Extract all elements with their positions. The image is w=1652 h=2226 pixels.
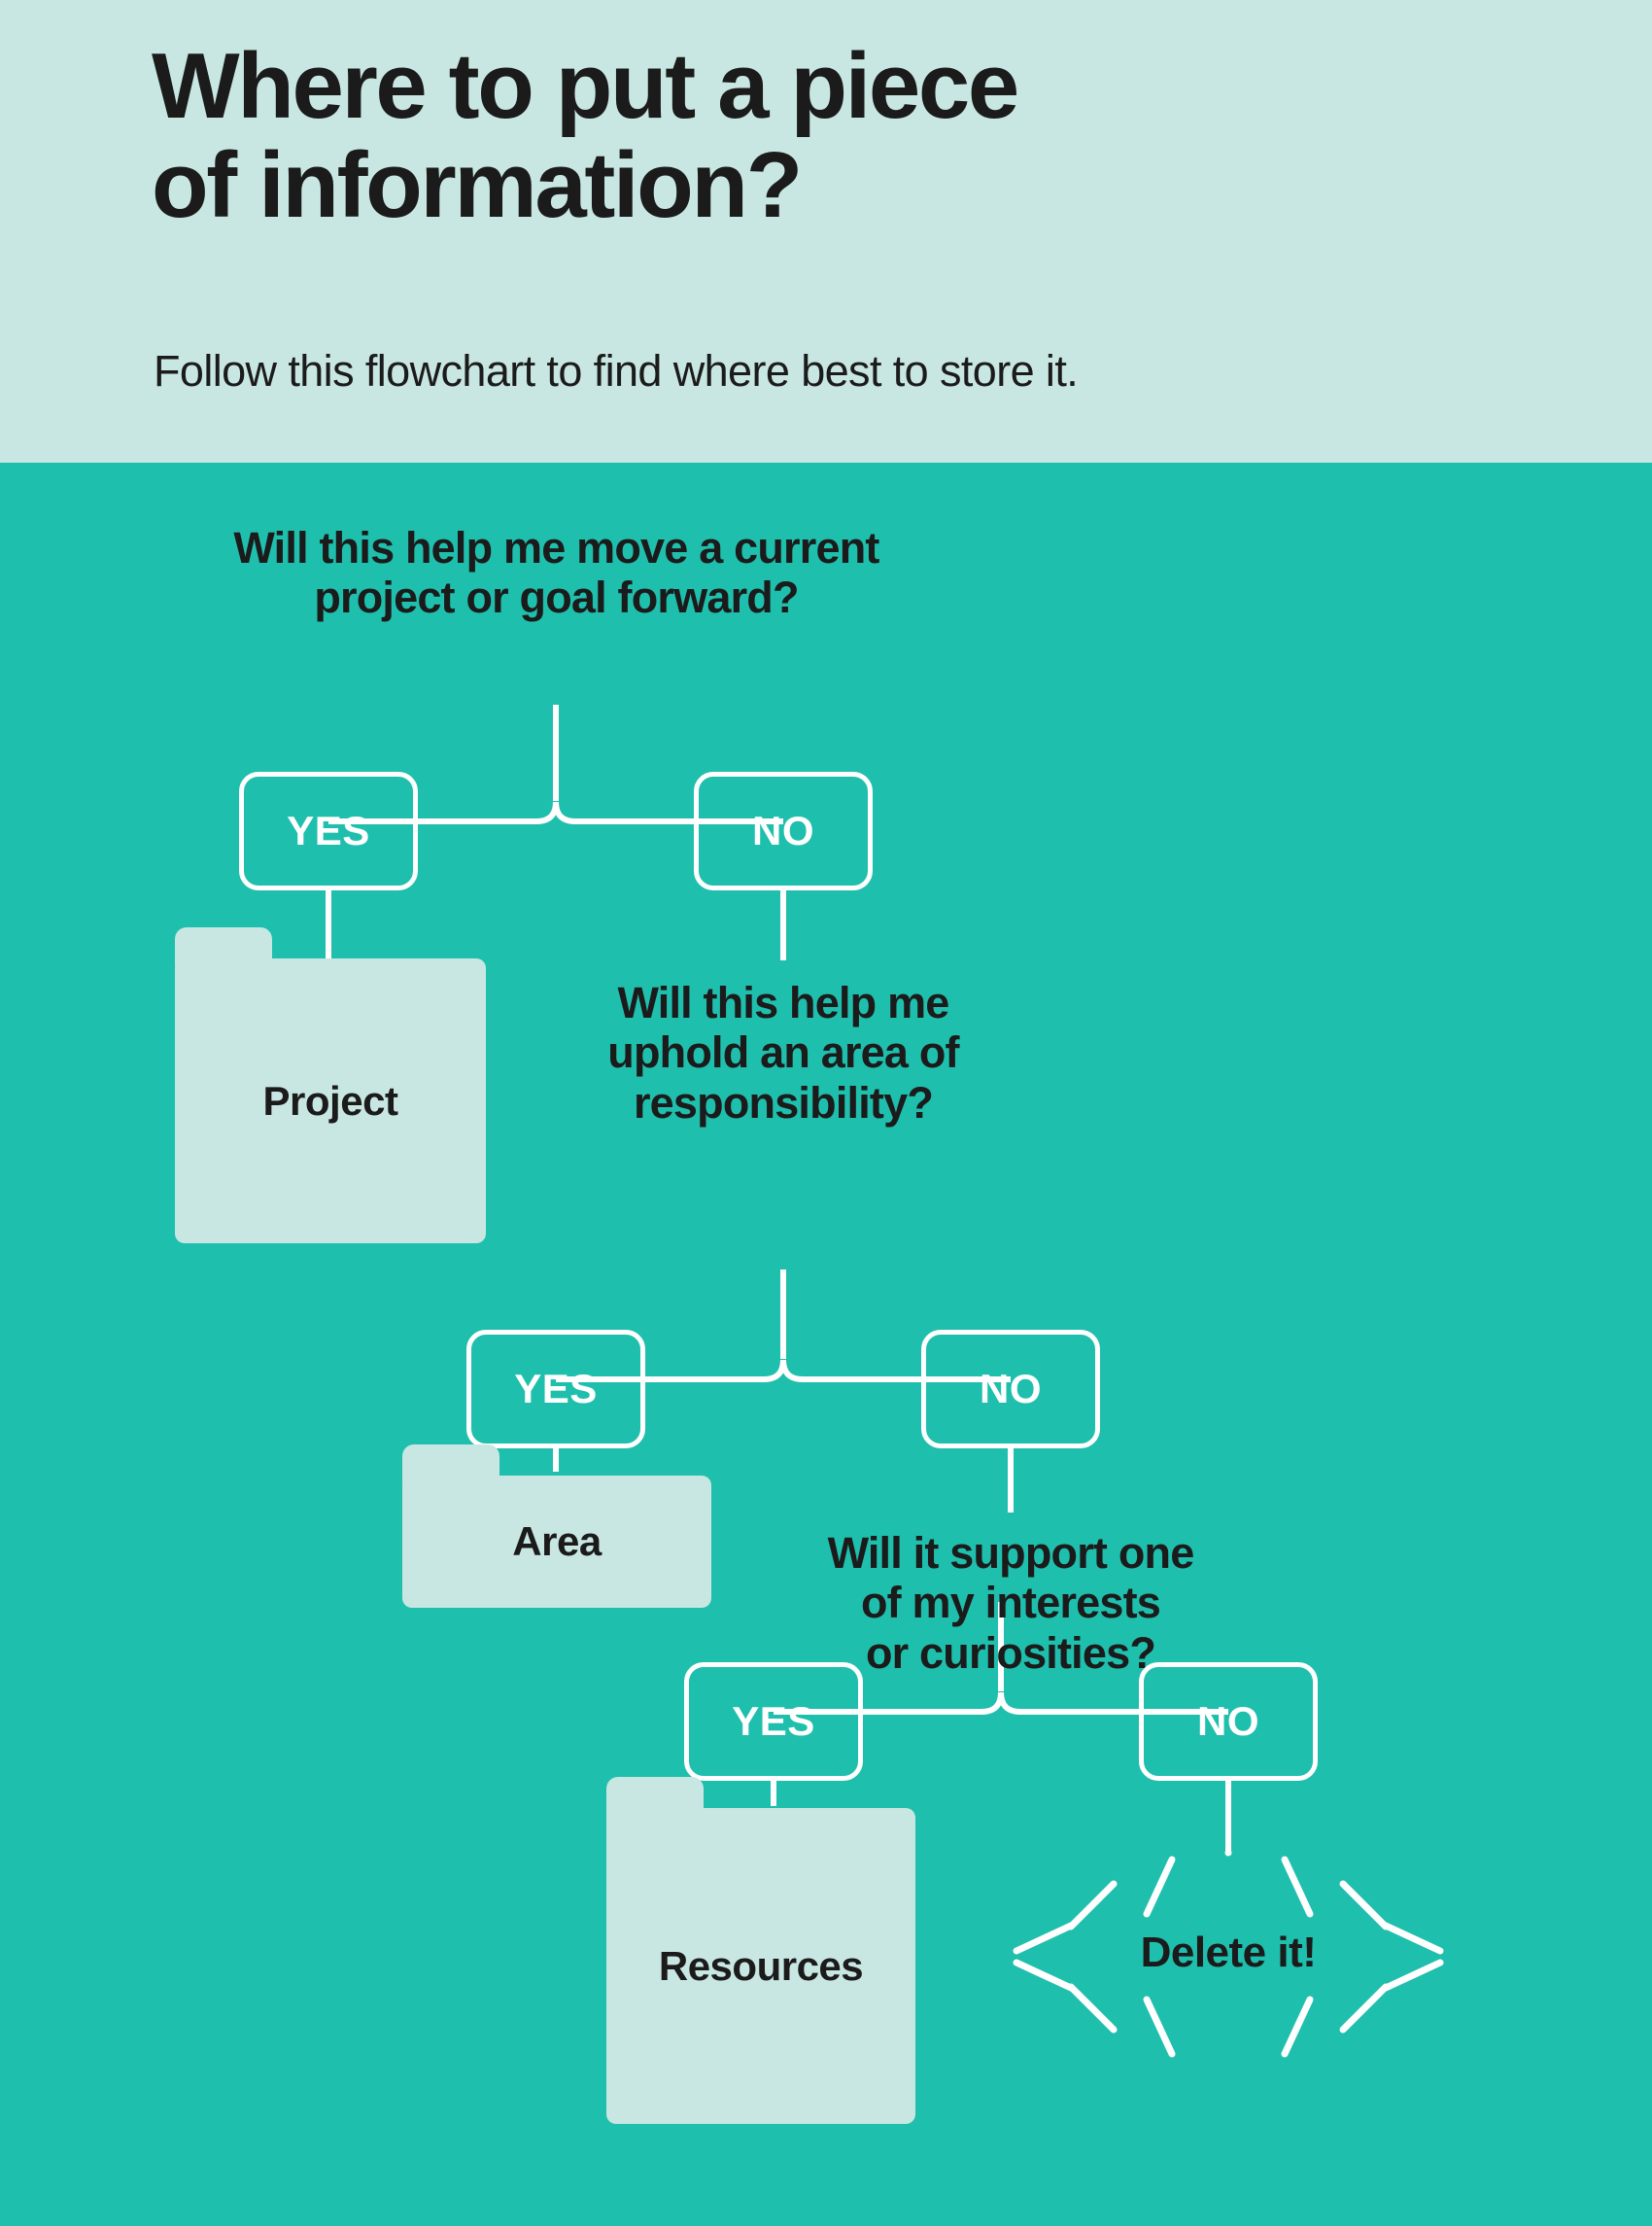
- branch-2-no-pill[interactable]: NO: [921, 1330, 1100, 1448]
- folder-label-project: Project: [262, 1077, 398, 1124]
- outcome-folder-area[interactable]: Area: [402, 1444, 711, 1608]
- flowchart-body: Will this help me move a current project…: [0, 463, 1652, 2226]
- question-1: Will this help me move a current project…: [233, 523, 879, 623]
- folder-label-area: Area: [512, 1518, 602, 1564]
- question-2: Will this help me uphold an area of resp…: [607, 978, 959, 1128]
- outcome-folder-resources[interactable]: Resources: [606, 1777, 915, 2124]
- branch-1-yes-label: YES: [287, 808, 370, 853]
- folder-label-resources: Resources: [658, 1942, 864, 1989]
- branch-3-yes-label: YES: [732, 1698, 815, 1744]
- branch-1-yes-pill[interactable]: YES: [239, 772, 418, 890]
- branch-2-yes-label: YES: [514, 1366, 598, 1411]
- header-band: Where to put a piece of information? Fol…: [0, 0, 1652, 463]
- folder-body: Project: [175, 958, 486, 1243]
- outcome-folder-project[interactable]: Project: [175, 927, 486, 1243]
- delete-label: Delete it!: [1140, 1929, 1317, 1976]
- branch-3-no-label: NO: [1197, 1698, 1259, 1744]
- branch-2-no-label: NO: [980, 1366, 1042, 1411]
- outcome-delete-it[interactable]: Delete it!: [1016, 1853, 1440, 2057]
- branch-1-no-pill[interactable]: NO: [694, 772, 873, 890]
- page-title: Where to put a piece of information?: [152, 34, 1019, 237]
- branch-2-yes-pill[interactable]: YES: [466, 1330, 645, 1448]
- branch-3-no-pill[interactable]: NO: [1139, 1662, 1318, 1781]
- branch-3-yes-pill[interactable]: YES: [684, 1662, 863, 1781]
- question-3: Will it support one of my interests or c…: [827, 1528, 1195, 1678]
- branch-1-no-label: NO: [752, 808, 814, 853]
- folder-body: Area: [402, 1476, 711, 1608]
- page-subtitle: Follow this flowchart to find where best…: [154, 346, 1079, 396]
- folder-body: Resources: [606, 1808, 915, 2124]
